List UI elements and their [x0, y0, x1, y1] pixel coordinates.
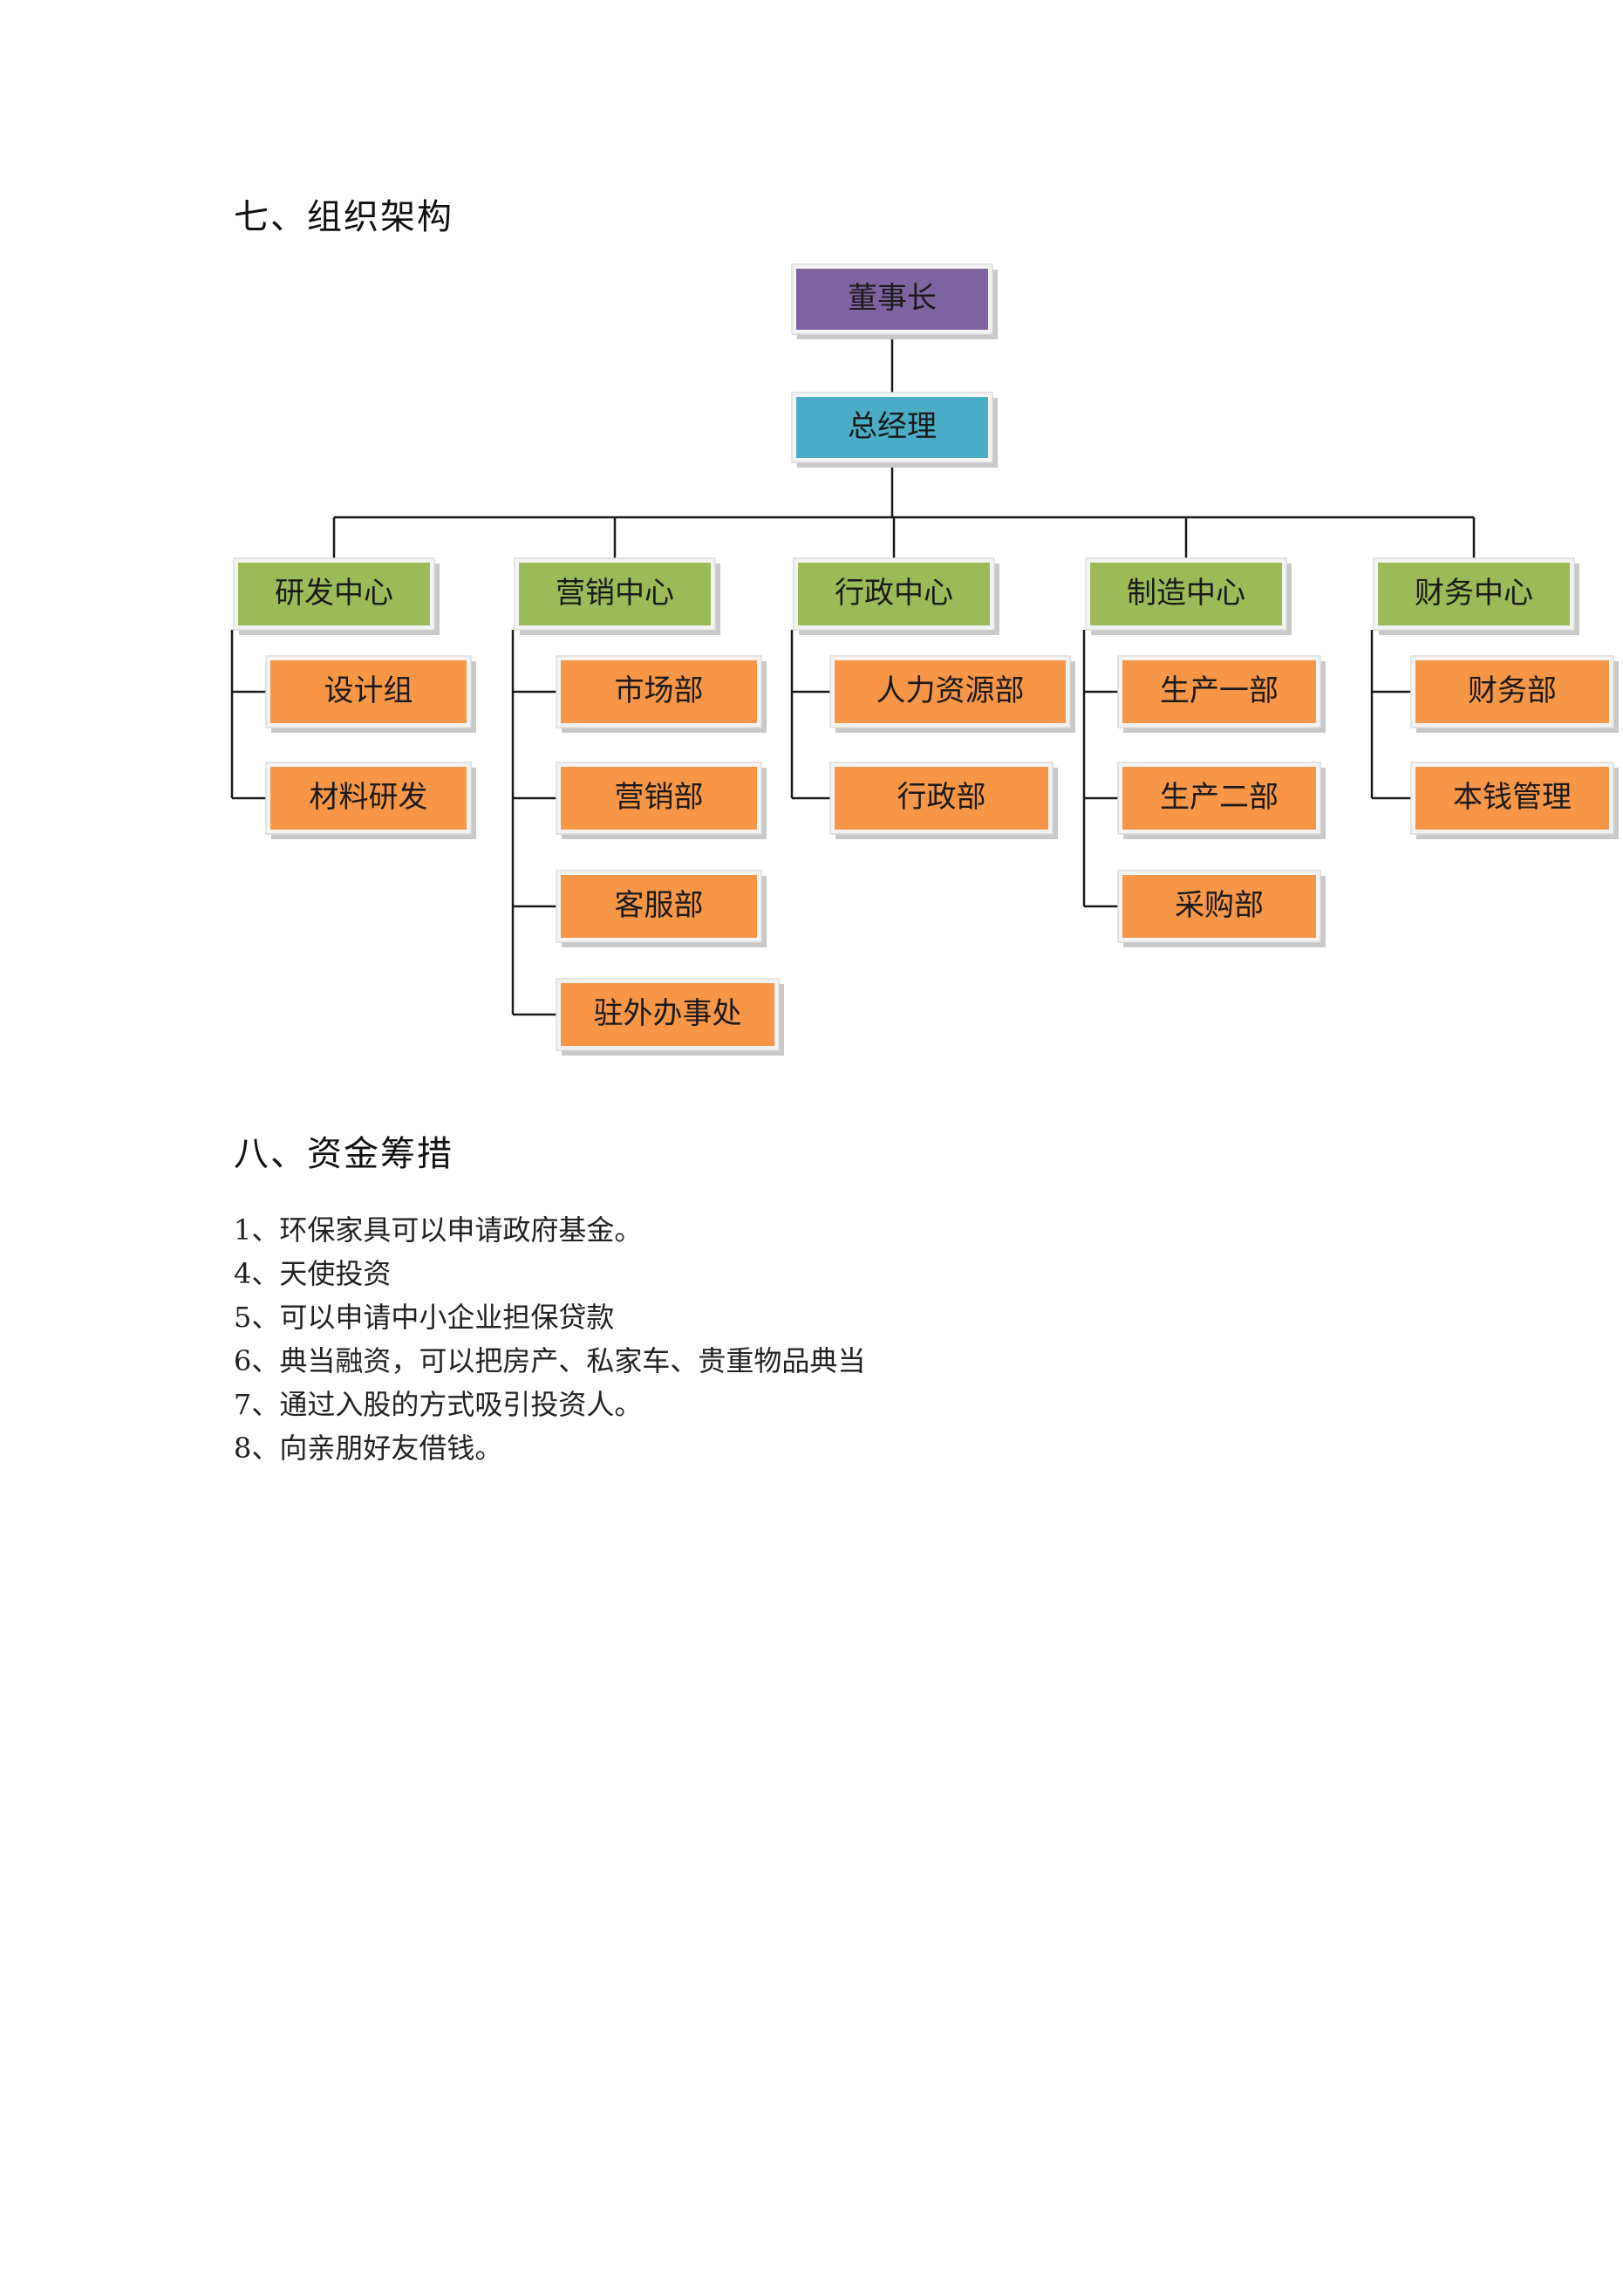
node-fill	[270, 660, 467, 723]
node-label: 采购部	[1175, 888, 1264, 923]
department-node: 设计组	[265, 655, 476, 733]
center-node: 营销中心	[514, 557, 720, 635]
node-label: 营销中心	[556, 576, 674, 611]
department-node: 驻外办事处	[556, 978, 784, 1056]
department-node: 客服部	[556, 870, 767, 947]
department-node: 生产一部	[1117, 655, 1326, 733]
node-fill	[238, 563, 430, 625]
section-heading-organization: 七、组织架构	[234, 197, 453, 237]
department-node: 人力资源部	[829, 655, 1075, 733]
node-label: 设计组	[324, 673, 413, 708]
node-fill	[270, 767, 467, 830]
node-fill	[798, 563, 990, 625]
node-fill	[835, 767, 1048, 830]
node-label: 行政部	[897, 780, 986, 815]
node-label: 驻外办事处	[594, 996, 742, 1031]
node-fill	[561, 660, 757, 723]
center-node: 制造中心	[1085, 557, 1292, 635]
node-label: 财务中心	[1415, 576, 1533, 611]
department-node: 行政部	[829, 762, 1058, 839]
node-fill	[519, 563, 711, 625]
node-label: 董事长	[848, 281, 937, 316]
department-node: 生产二部	[1117, 762, 1326, 839]
department-node: 本钱管理	[1410, 762, 1619, 839]
node-label: 生产一部	[1160, 673, 1279, 708]
funding-item: 5、可以申请中小企业担保贷款	[234, 1301, 615, 1334]
node-fill	[1415, 660, 1609, 723]
node-label: 营销部	[615, 780, 704, 815]
node-label: 行政中心	[835, 576, 953, 611]
chairman-node: 董事长	[791, 263, 998, 339]
funding-item: 6、典当融资，可以把房产、私家车、贵重物品典当	[234, 1344, 866, 1377]
node-fill	[796, 397, 988, 458]
funding-item: 4、天使投资	[234, 1257, 392, 1290]
node-fill	[561, 875, 757, 938]
department-node: 材料研发	[265, 762, 476, 839]
funding-item: 8、向亲朋好友借钱。	[234, 1432, 503, 1465]
node-label: 制造中心	[1127, 576, 1245, 611]
node-label: 材料研发	[310, 780, 428, 815]
org-chart-connectors	[230, 334, 1476, 1016]
node-label: 客服部	[615, 888, 704, 923]
node-label: 人力资源部	[876, 673, 1025, 708]
node-fill	[1415, 767, 1609, 830]
node-fill	[1090, 563, 1282, 625]
center-node: 行政中心	[793, 557, 999, 635]
department-node: 采购部	[1117, 870, 1326, 947]
funding-item: 1、环保家具可以申请政府基金。	[234, 1213, 643, 1247]
node-label: 市场部	[615, 673, 704, 708]
department-node: 市场部	[556, 655, 767, 733]
node-fill	[1122, 767, 1316, 830]
center-node: 财务中心	[1373, 557, 1579, 635]
node-fill	[835, 660, 1066, 723]
funding-item: 7、通过入股的方式吸引投资人。	[234, 1388, 643, 1421]
node-fill	[1378, 563, 1570, 625]
node-label: 总经理	[848, 409, 937, 444]
node-fill	[561, 767, 757, 830]
node-label: 财务部	[1468, 673, 1557, 708]
funding-list: 1、环保家具可以申请政府基金。 4、天使投资 5、可以申请中小企业担保贷款 6、…	[234, 1208, 865, 1470]
department-node: 营销部	[556, 762, 767, 839]
node-fill	[561, 983, 774, 1046]
center-node: 研发中心	[233, 557, 440, 635]
node-fill	[1122, 875, 1316, 938]
node-label: 本钱管理	[1453, 780, 1572, 815]
node-label: 研发中心	[275, 576, 393, 611]
section-heading-funding: 八、资金筹措	[234, 1134, 453, 1174]
node-label: 生产二部	[1160, 780, 1279, 815]
general-manager-node: 总经理	[791, 392, 998, 468]
node-fill	[796, 269, 988, 330]
node-fill	[1122, 660, 1316, 723]
department-node: 财务部	[1410, 655, 1619, 733]
